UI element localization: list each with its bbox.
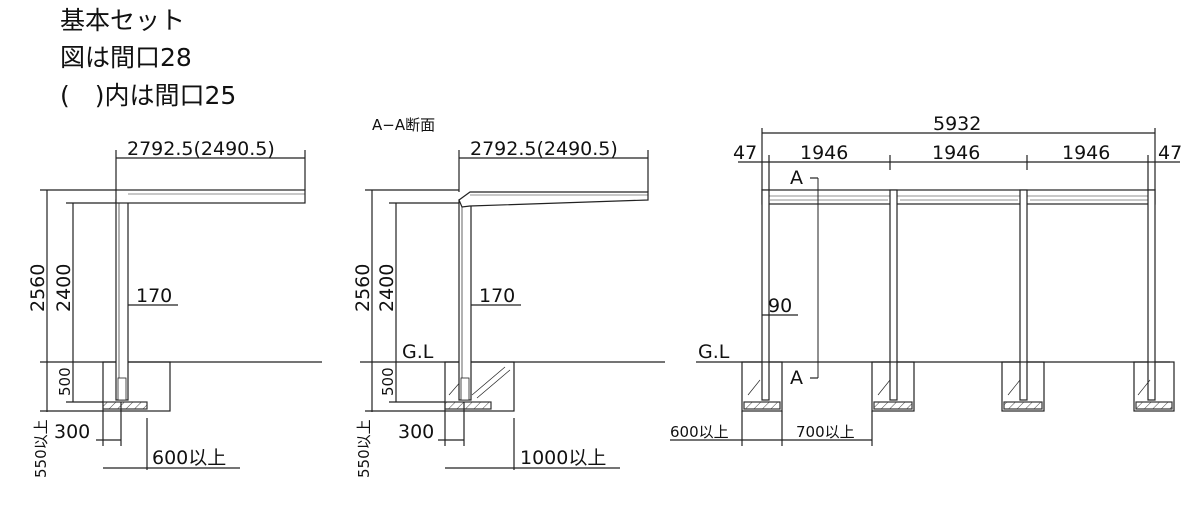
roof-beam [115,189,306,204]
foundation [1133,361,1175,412]
foundation-width-dimension: 1000以上 [520,447,606,469]
foundation-width-dimension: 600以上 [152,447,226,469]
note-figure-width: 図は間口28 [60,43,192,72]
gravel-base [1003,401,1043,410]
ground-level-label: G.L [402,341,434,363]
post-width-dimension: 170 [479,285,515,307]
post [889,189,898,401]
post [1019,189,1028,401]
front-view [670,128,1180,446]
foundation-width-dimension: 600以上 [670,423,729,441]
end-left-dimension: 47 [733,142,757,164]
post-anchor [117,377,127,401]
foundation-depth-dimension: 500 [379,367,397,396]
side-view-1 [40,150,322,470]
foundation-spacing-dimension: 700以上 [796,423,855,441]
post-anchor [460,377,470,401]
post-height-dimension: 2400 [376,264,398,312]
gravel-base [743,401,781,410]
foundation [444,361,515,412]
roof-beam [761,189,1156,205]
post-offset-dimension: 300 [398,421,434,443]
foundation [1001,361,1045,412]
post [115,199,129,401]
total-height-dimension: 2560 [352,264,374,312]
foundation-depth-dimension: 500 [56,367,74,396]
roof-beam [458,191,649,208]
post-width-dimension: 170 [136,285,172,307]
gravel-base [1135,401,1173,410]
end-right-dimension: 47 [1158,142,1182,164]
note-bracket-width: ( )内は間口25 [60,81,237,110]
post [458,199,472,401]
note-basic-set: 基本セット [60,6,186,35]
post-width-dimension: 90 [768,295,792,317]
span-2-dimension: 1946 [932,142,980,164]
foundation-gravel-line [476,369,511,399]
span-3-dimension: 1946 [1062,142,1110,164]
gravel-base [444,401,492,410]
post [1147,189,1156,401]
section-label: A−A断面 [372,116,435,134]
post-height-dimension: 2400 [53,264,75,312]
total-width-dimension: 5932 [933,113,981,135]
foundation [102,361,171,412]
foundation-total-dimension: 550以上 [32,419,50,478]
foundation [871,361,915,412]
foundation-gravel-line [471,366,506,396]
foundation [741,361,783,412]
post [761,189,770,401]
total-height-dimension: 2560 [27,264,49,312]
post-offset-dimension: 300 [54,421,90,443]
gravel-base [873,401,913,410]
section-marker-bottom: A [790,367,803,389]
section-marker-top: A [790,167,803,189]
foundation-total-dimension: 550以上 [355,419,373,478]
depth-dimension: 2792.5(2490.5) [470,138,618,160]
gravel-base [102,401,148,410]
side-view-2 [360,150,665,470]
ground-level-label: G.L [698,341,730,363]
span-1-dimension: 1946 [800,142,848,164]
depth-dimension: 2792.5(2490.5) [127,138,275,160]
